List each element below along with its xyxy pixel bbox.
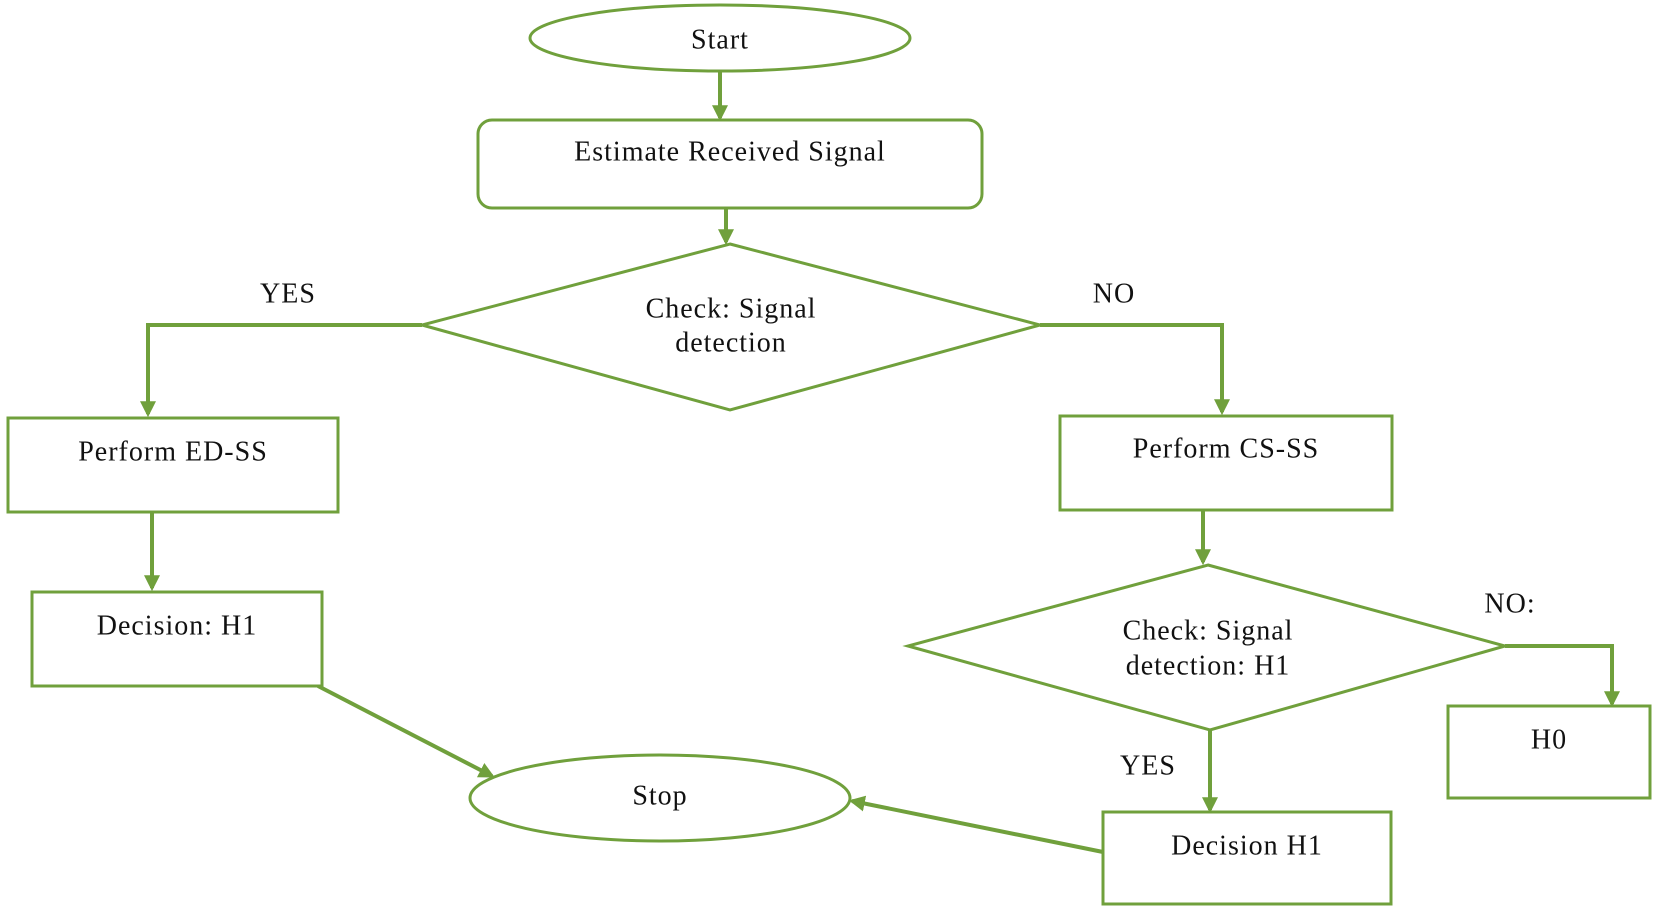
perform-ed-ss-label: Perform ED-SS (78, 436, 268, 467)
decision-h1-right-label: Decision H1 (1171, 830, 1323, 861)
check1-yes-label: YES (260, 278, 316, 309)
arrow-check1-no-to-perform-cs (1040, 323, 1230, 416)
check2-no-label: NO: (1484, 588, 1535, 619)
check-signal-detection-node: Check: Signal detection (416, 242, 1046, 412)
check1-no-label: NO (1093, 278, 1135, 309)
decision-h1-right-node: Decision H1 (1101, 810, 1393, 906)
check2-yes-label: YES (1120, 750, 1176, 781)
arrow-decision-left-to-stop (317, 684, 495, 778)
arrow-decision-right-to-stop (848, 795, 1104, 854)
stop-label: Stop (632, 780, 687, 811)
h0-label: H0 (1531, 724, 1567, 755)
estimate-signal-label: Estimate Received Signal (574, 136, 886, 167)
connectors (140, 70, 1620, 854)
arrow-check2-no-to-h0 (1505, 644, 1620, 708)
decision-h1-left-label: Decision: H1 (97, 610, 258, 641)
check-signal-detection-h1-label-line1: Check: Signal (1123, 615, 1294, 646)
check-signal-detection-h1-label-line2: detection: H1 (1126, 650, 1291, 681)
start-node: Start (528, 3, 912, 73)
stop-node: Stop (468, 753, 852, 843)
perform-cs-ss-node: Perform CS-SS (1058, 414, 1394, 512)
check-signal-detection-h1-node: Check: Signal detection: H1 (902, 563, 1511, 732)
check-signal-detection-label-line2: detection (675, 327, 787, 358)
h0-node: H0 (1446, 704, 1652, 800)
start-label: Start (691, 24, 749, 55)
estimate-signal-node: Estimate Received Signal (476, 118, 984, 210)
arrow-check1-yes-to-perform-ed (140, 323, 422, 418)
check-signal-detection-label-line1: Check: Signal (646, 293, 817, 324)
decision-h1-left-node: Decision: H1 (30, 590, 324, 688)
perform-cs-ss-label: Perform CS-SS (1133, 433, 1319, 464)
perform-ed-ss-node: Perform ED-SS (6, 416, 340, 514)
